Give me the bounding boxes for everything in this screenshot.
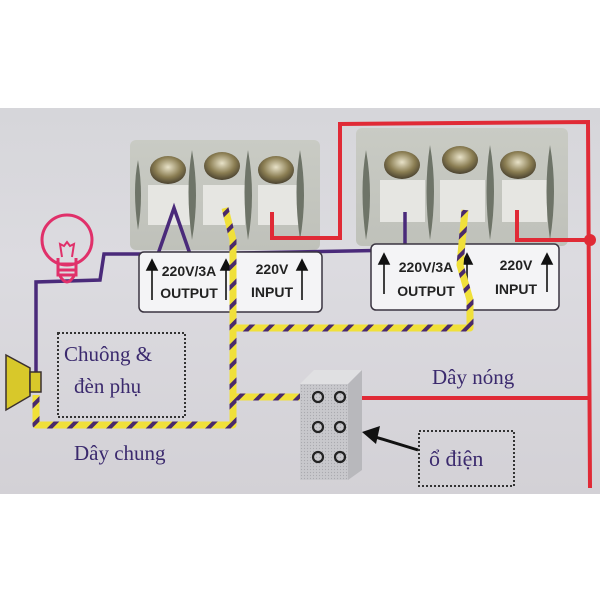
socket-hole [311, 420, 325, 434]
up-arrow-icon [295, 258, 309, 300]
device-1-output-rating: 220V/3A [162, 263, 216, 279]
device-2-output-rating: 220V/3A [399, 259, 453, 275]
pointer-arrow-icon [362, 426, 419, 452]
device-2-output-label: OUTPUT [397, 283, 455, 299]
speaker-icon [5, 353, 42, 412]
terminal-screw [148, 156, 190, 225]
up-arrow-icon [540, 252, 554, 292]
power-socket [300, 370, 362, 480]
terminal-block-2 [356, 128, 568, 246]
device-1-output-label: OUTPUT [160, 285, 218, 301]
up-arrow-icon [377, 252, 391, 294]
up-arrow-icon [219, 258, 233, 300]
terminal-screw [203, 152, 245, 225]
device-1-input-rating: 220V [256, 261, 289, 277]
hot-wire [270, 119, 592, 489]
device-2-input-rating: 220V [500, 257, 533, 273]
hot-wire-label: Dây nóng [432, 365, 515, 389]
accessory-label-line2: đèn phụ [74, 374, 142, 398]
socket-hole [333, 420, 347, 434]
terminal-screw [258, 156, 300, 225]
device-1-input-label: INPUT [251, 284, 293, 300]
up-arrow-icon [145, 258, 159, 300]
socket-hole [311, 390, 325, 404]
terminal-block-1 [130, 140, 320, 250]
device-2-input-label: INPUT [495, 281, 537, 297]
terminal-screw [500, 151, 547, 222]
socket-hole [333, 450, 347, 464]
socket-label: ổ điện [429, 446, 483, 471]
socket-label-box: ổ điện [418, 430, 515, 487]
accessory-label-box: Chuông & đèn phụ [57, 332, 186, 418]
accessory-label-line1: Chuông & [64, 342, 152, 366]
socket-hole [333, 390, 347, 404]
common-wire-label: Dây chung [74, 441, 166, 465]
hot-wire-junction [584, 234, 596, 246]
light-bulb-icon [40, 213, 94, 284]
socket-hole [311, 450, 325, 464]
terminal-screw [380, 151, 425, 222]
